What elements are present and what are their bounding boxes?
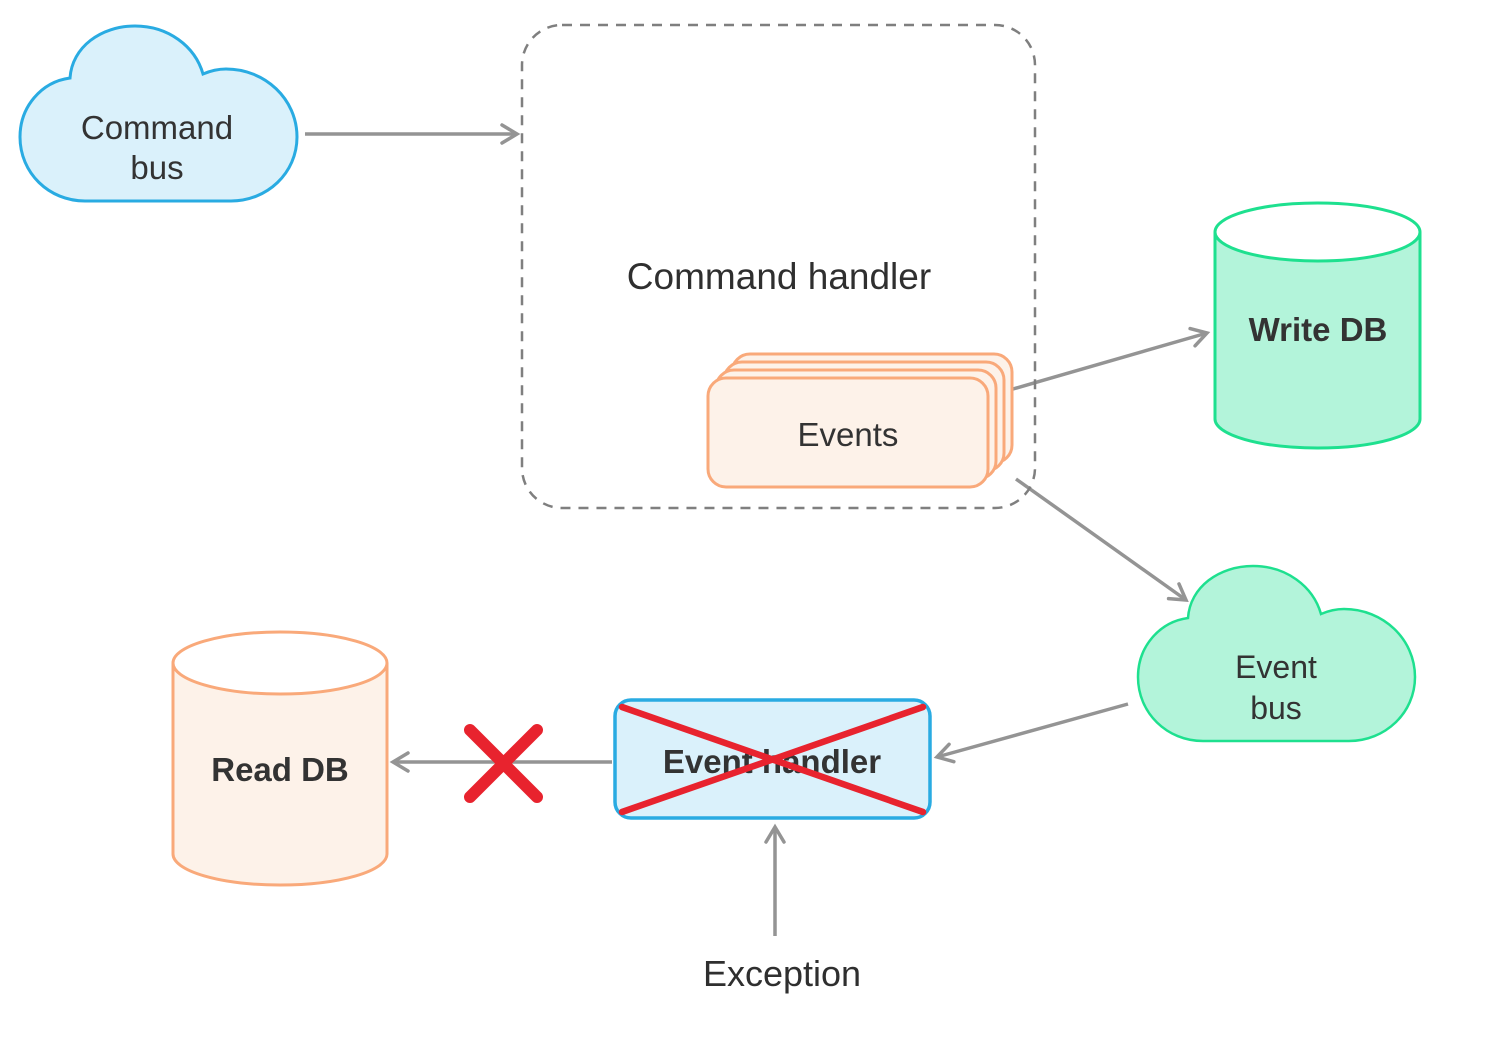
- command-bus-label-line2: bus: [130, 149, 183, 186]
- node-command-handler: Command handler: [520, 23, 1037, 510]
- node-events-stack: Events: [706, 352, 1014, 489]
- node-event-handler: Event handler: [613, 698, 932, 820]
- exception-label: Exception: [703, 953, 861, 994]
- events-label: Events: [798, 416, 899, 453]
- write-db-label: Write DB: [1249, 311, 1388, 348]
- node-read-db: Read DB: [171, 630, 389, 887]
- node-command-bus: Command bus: [18, 24, 299, 203]
- blocked-edge-x-icon: [464, 724, 543, 803]
- events-card-front: [706, 376, 990, 489]
- event-bus-cloud-shape: [1136, 564, 1417, 743]
- event-bus-label-line2: bus: [1250, 690, 1302, 726]
- edge-events-to-write-db: [1012, 326, 1211, 391]
- read-db-label: Read DB: [211, 751, 349, 788]
- read-db-cylinder-body: [171, 663, 389, 887]
- edge-event-bus-to-event-handler: [933, 702, 1129, 764]
- command-handler-dashed-border: [520, 23, 1037, 510]
- edge-command-handler-to-event-bus: [1014, 477, 1189, 602]
- node-exception: Exception: [703, 953, 861, 994]
- write-db-cylinder-body: [1213, 232, 1422, 450]
- command-bus-label-line1: Command: [81, 109, 233, 146]
- read-db-cylinder-top: [171, 630, 389, 696]
- command-bus-cloud-shape: [18, 24, 299, 203]
- node-write-db: Write DB: [1213, 201, 1422, 450]
- event-handler-crossed-out-x: [618, 703, 927, 816]
- node-event-bus: Event bus: [1136, 564, 1417, 743]
- write-db-cylinder-top: [1213, 201, 1422, 263]
- event-bus-label-line1: Event: [1235, 649, 1317, 685]
- command-handler-label: Command handler: [627, 256, 931, 297]
